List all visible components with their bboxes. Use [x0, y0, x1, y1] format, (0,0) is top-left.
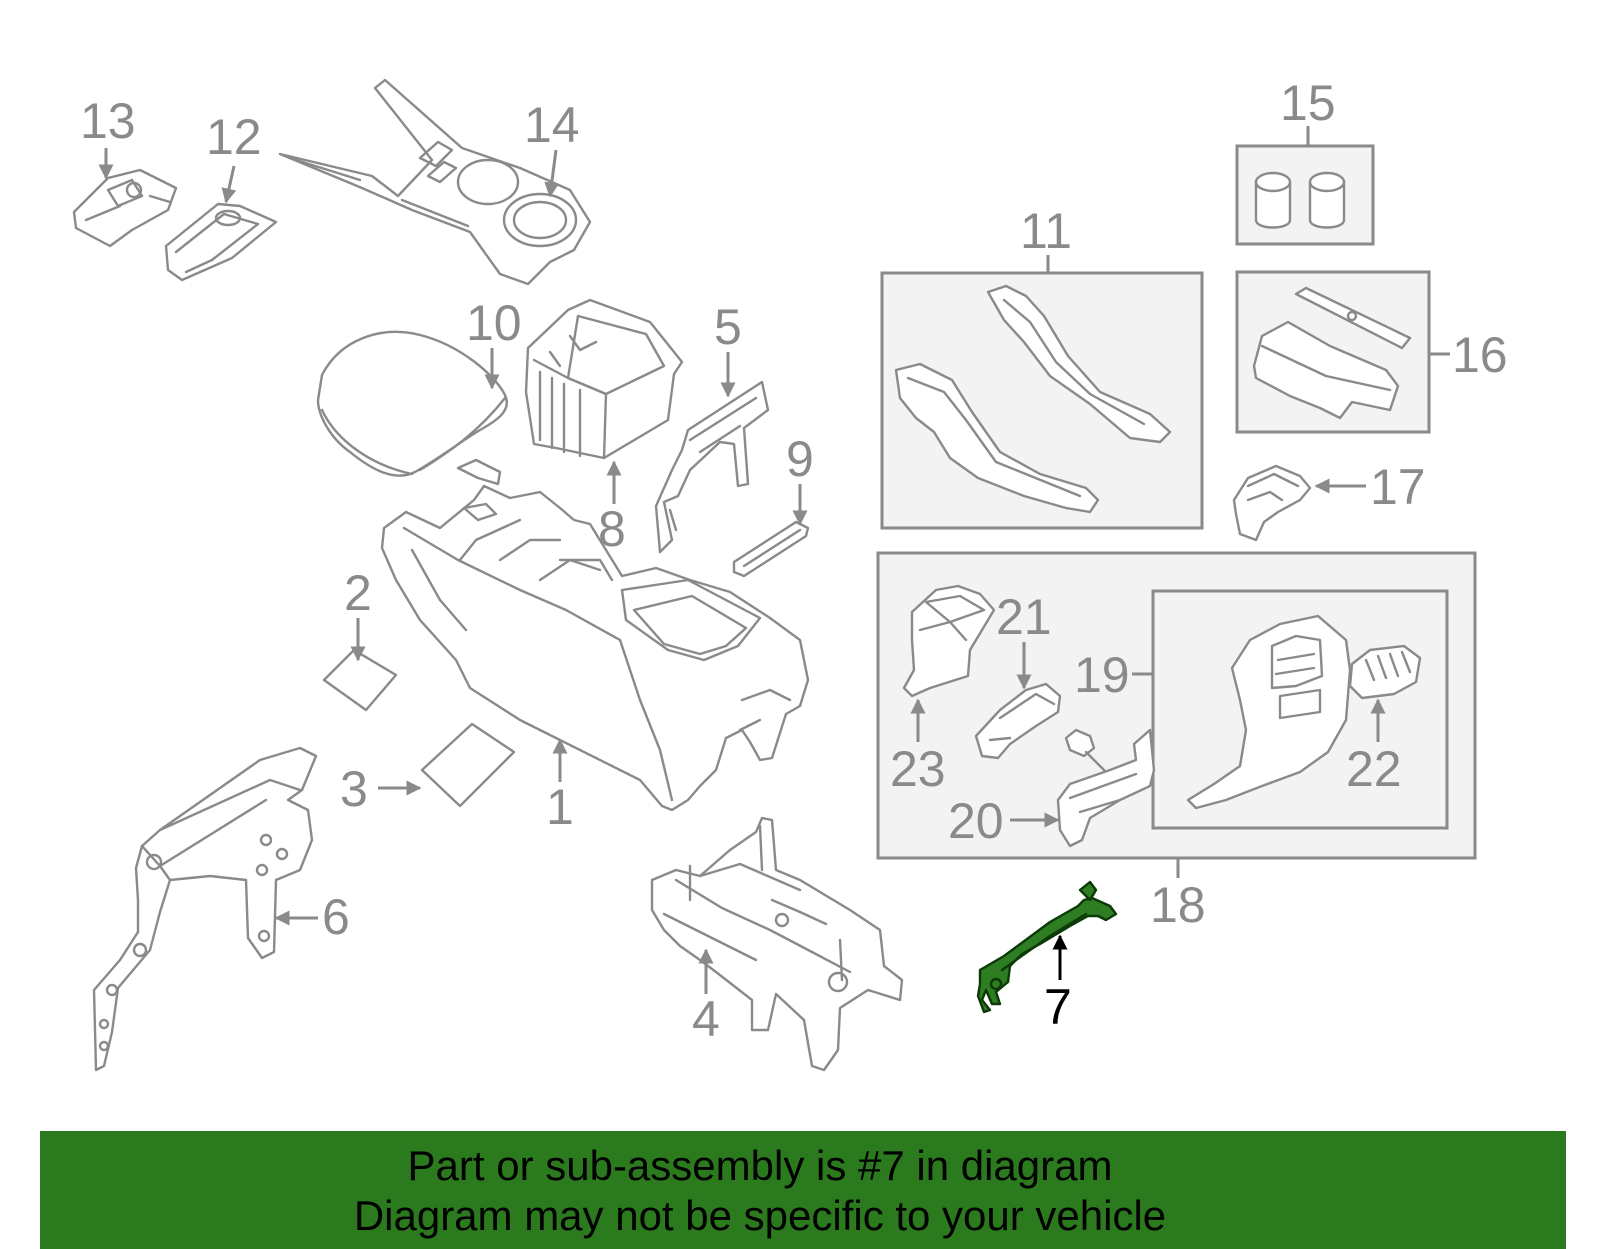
part-19-rear-vent-panel — [1186, 614, 1352, 810]
callout-23: 23 — [890, 741, 946, 797]
leader-12 — [221, 165, 237, 204]
callout-1: 1 — [546, 779, 574, 835]
part-14-console-top-panel — [278, 78, 592, 286]
part-12-tray — [164, 202, 278, 282]
callout-3: 3 — [340, 761, 368, 817]
callout-12: 12 — [206, 109, 262, 165]
callout-2: 2 — [344, 565, 372, 621]
part-15-cup-holders — [1254, 171, 1346, 229]
bolt — [1064, 728, 1106, 772]
part-22-vent — [1348, 644, 1422, 700]
callout-7: 7 — [1044, 979, 1072, 1035]
part-5-bracket — [654, 380, 770, 554]
callout-20: 20 — [948, 793, 1004, 849]
banner-line-disclaimer: Diagram may not be specific to your vehi… — [353, 1192, 1167, 1239]
callout-21: 21 — [996, 589, 1052, 645]
part-10-armrest-lid — [316, 330, 508, 477]
callout-4: 4 — [692, 991, 720, 1047]
part-1-console-body — [380, 458, 810, 812]
part-2-pad — [322, 648, 398, 712]
callout-13: 13 — [80, 93, 136, 149]
part-7-highlighted-bracket — [976, 880, 1118, 1014]
callout-9: 9 — [786, 431, 814, 487]
part-4-base-frame — [650, 816, 904, 1072]
callout-16: 16 — [1452, 327, 1508, 383]
part-9-trim-strip — [732, 520, 810, 578]
part-17-clip-bracket — [1232, 464, 1312, 542]
part-11-trim-pieces — [894, 284, 1172, 514]
leader-14 — [544, 149, 560, 198]
part-21-switch — [974, 682, 1062, 760]
callout-11: 11 — [1020, 203, 1072, 259]
callout-8: 8 — [598, 501, 626, 557]
callout-14: 14 — [524, 97, 580, 153]
callout-6: 6 — [322, 889, 350, 945]
callout-5: 5 — [714, 299, 742, 355]
part-8-storage-bin — [524, 298, 684, 460]
callout-10: 10 — [466, 295, 522, 351]
part-23-housing — [902, 584, 996, 698]
part-3-pad — [420, 722, 516, 808]
callout-22: 22 — [1346, 741, 1402, 797]
part-6-side-bracket — [92, 746, 318, 1072]
banner-line-part-info: Part or sub-assembly is #7 in diagram — [407, 1142, 1113, 1189]
info-banner: Part or sub-assembly is #7 in diagram Di… — [40, 1131, 1566, 1249]
callout-18: 18 — [1150, 877, 1206, 933]
part-20-bracket — [1056, 728, 1156, 848]
callout-19: 19 — [1074, 647, 1130, 703]
callout-15: 15 — [1280, 75, 1336, 131]
part-16-switch-panel — [1252, 286, 1412, 420]
part-13-bracket — [72, 168, 178, 248]
callout-17: 17 — [1370, 459, 1426, 515]
